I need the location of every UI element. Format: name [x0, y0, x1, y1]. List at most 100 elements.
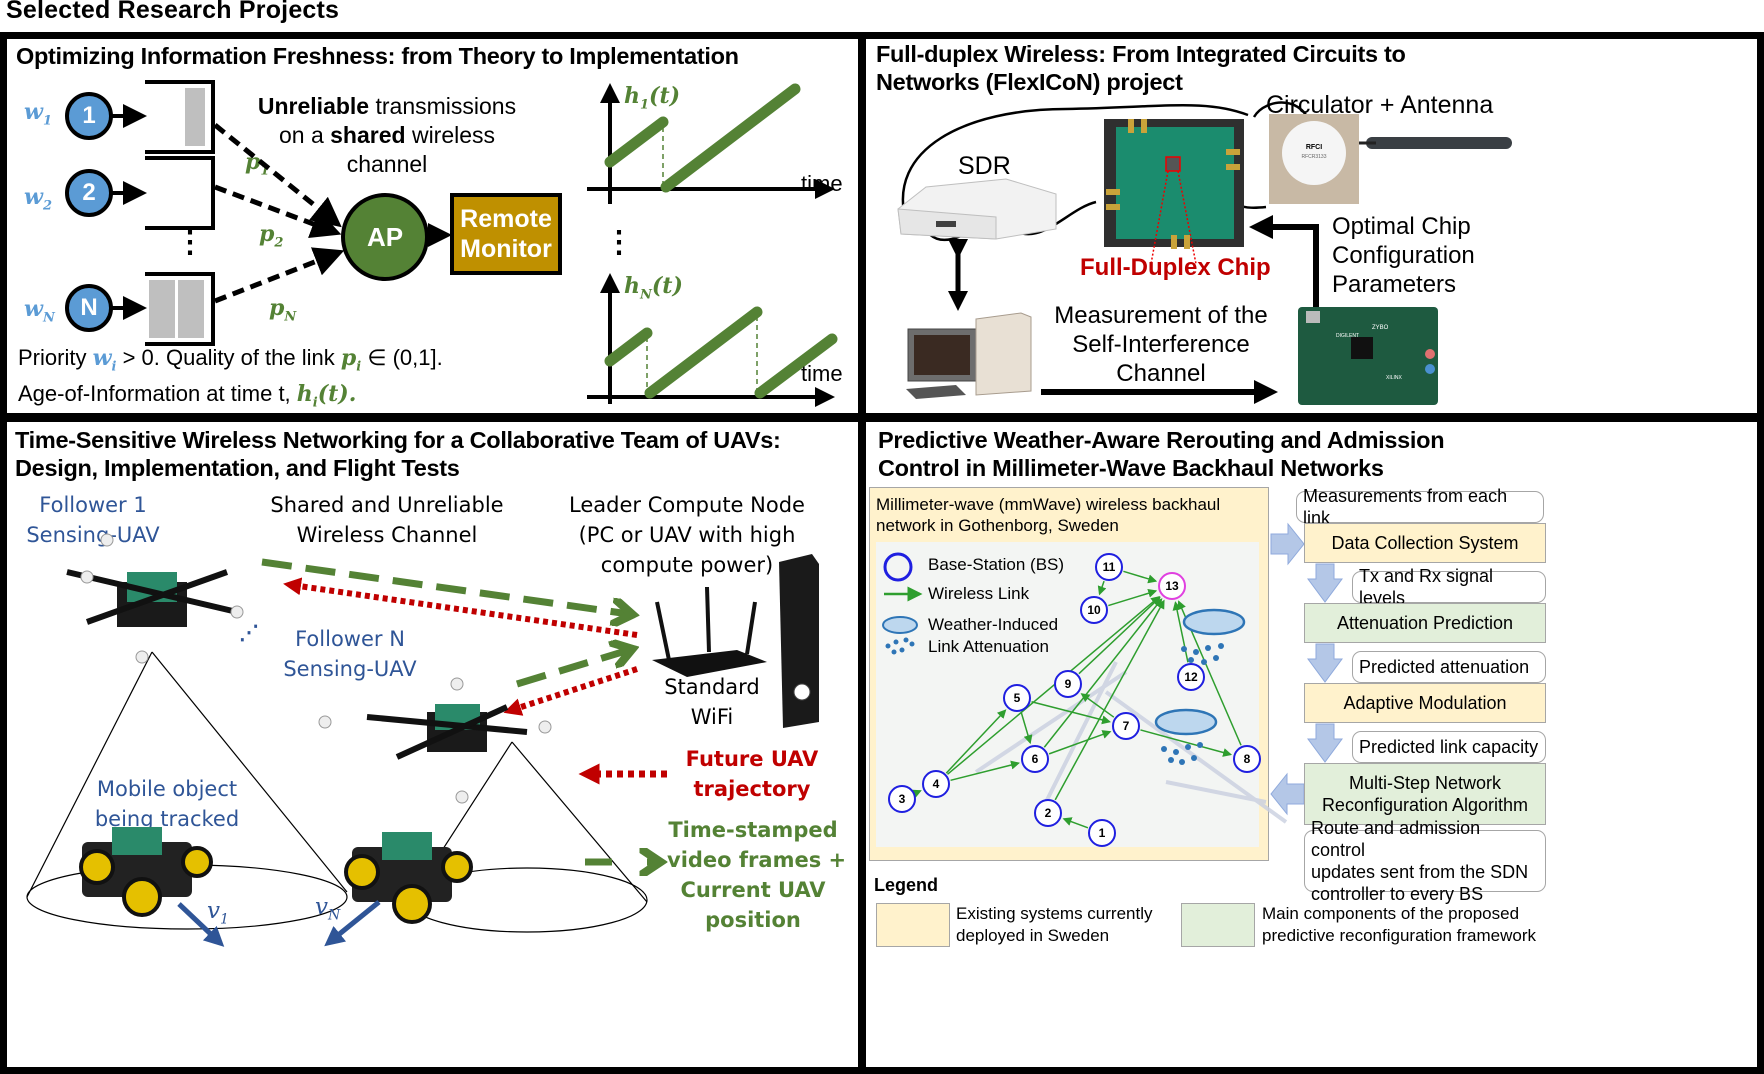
source-node-n: N — [65, 284, 113, 332]
legend-bs-icon — [883, 552, 913, 582]
base-station-node: 6 — [1021, 745, 1049, 773]
access-point: AP — [341, 193, 429, 281]
legend-bs-label: Base-Station (BS) — [928, 555, 1065, 574]
legend-existing-swatch — [876, 903, 950, 947]
arrow-network-to-collection — [1270, 522, 1305, 566]
video-link-1 — [261, 558, 629, 614]
pipeline-stage: Adaptive Modulation — [1304, 683, 1546, 723]
link-5-6 — [1020, 712, 1033, 745]
queue-1 — [145, 80, 215, 154]
link-1-2 — [1062, 817, 1089, 829]
trajectory-link-1 — [283, 577, 638, 638]
drone-follower-n — [318, 677, 552, 804]
base-station-node: 3 — [888, 785, 916, 813]
base-station-node: 4 — [922, 770, 950, 798]
channel-description: Unreliable transmissions on a shared wir… — [257, 93, 517, 177]
link-12-13 — [1172, 601, 1189, 663]
link-6-7 — [1048, 730, 1112, 755]
panel-title: Predictive Weather-Aware Rerouting and A… — [878, 427, 1445, 481]
panel-mmwave-rerouting: Predictive Weather-Aware Rerouting and A… — [866, 422, 1757, 1067]
plot-n — [587, 273, 838, 407]
vertical-ellipsis: ⋮ — [175, 226, 205, 259]
link-2-13 — [1054, 599, 1165, 801]
weight-label-n: wN — [24, 296, 55, 326]
base-station-node: 9 — [1054, 670, 1082, 698]
followers-ellipsis: ⋰ — [239, 622, 259, 644]
leader-pc — [779, 554, 819, 728]
full-duplex-chip-board — [1104, 119, 1244, 265]
weight-label-1: w1 — [24, 99, 52, 129]
svg-text:ZYBO: ZYBO — [1372, 325, 1389, 331]
sdr-label: SDR — [958, 152, 1011, 180]
drone-follower-1 — [66, 533, 244, 664]
legend-proposed-swatch — [1181, 903, 1255, 947]
velocity-arrow-1 — [177, 902, 225, 947]
base-station-node: 7 — [1112, 712, 1140, 740]
velocity-label-n: vN — [315, 894, 341, 924]
base-station-node: 5 — [1003, 684, 1031, 712]
plot-1-time-label: time — [801, 171, 843, 196]
link-7-8 — [1140, 729, 1233, 757]
arrow-down-3 — [1307, 723, 1343, 763]
ground-robot-n — [344, 832, 473, 924]
page-title: Selected Research Projects — [6, 0, 340, 24]
arrow-down-1 — [1307, 563, 1343, 603]
weather-cloud-1 — [1181, 608, 1246, 665]
legend-link-label: Wireless Link — [928, 584, 1030, 603]
link-5-7 — [1031, 701, 1111, 725]
plot-n-time-label: time — [801, 361, 843, 386]
computer — [906, 312, 1032, 399]
base-station-node: 11 — [1095, 553, 1123, 581]
aoi-footer-priority: Priority wi > 0. Quality of the link pi … — [18, 345, 443, 375]
pipeline-callout: Predicted link capacity — [1352, 731, 1546, 763]
panel-flexicon: Full-duplex Wireless: From Integrated Ci… — [866, 39, 1757, 413]
wifi-router — [652, 586, 767, 677]
link-6-13 — [1043, 598, 1163, 748]
config-arrow — [1249, 215, 1319, 307]
legend-title: Legend — [874, 875, 939, 895]
base-station-node: 8 — [1233, 745, 1261, 773]
queue-n — [145, 272, 215, 346]
pipeline-stage: Attenuation Prediction — [1304, 603, 1546, 643]
base-station-node: 13 — [1158, 572, 1186, 600]
aoi-plots — [587, 83, 838, 407]
link-9-13 — [1078, 596, 1161, 675]
plot-ellipsis: ⋮ — [604, 226, 634, 259]
pipeline-callout: Measurements from each link — [1296, 486, 1544, 528]
svg-text:RFCR3133: RFCR3133 — [1301, 154, 1326, 160]
link-4-13 — [947, 595, 1161, 775]
link-10-13 — [1108, 588, 1158, 607]
plot-1-label: h1(t) — [624, 83, 681, 113]
arrow-algorithm-to-network — [1270, 772, 1305, 816]
link-11-10 — [1097, 580, 1107, 596]
base-station-node: 10 — [1080, 596, 1108, 624]
link-4-6 — [950, 760, 1020, 782]
network-graph — [882, 552, 1288, 829]
aoi-arrows — [111, 104, 452, 320]
link-7-9 — [1080, 693, 1115, 718]
network-description: Millimeter-wave (mmWave) wireless backha… — [876, 495, 1221, 535]
base-station-node: 1 — [1088, 819, 1116, 847]
link-prob-n: pN — [269, 295, 297, 325]
link-4-5 — [945, 709, 1007, 774]
uav-diagram — [26, 533, 819, 947]
pipeline-callout: Predicted attenuation — [1352, 651, 1546, 683]
velocity-arrow-n — [324, 900, 381, 947]
base-station-node: 2 — [1034, 799, 1062, 827]
panel-uav-networking: Time-Sensitive Wireless Networking for a… — [7, 422, 858, 1067]
legend-weather-icon — [882, 616, 918, 655]
ground-robot-1 — [79, 827, 213, 917]
link-arrows — [213, 123, 345, 304]
flexicon-diagram: RFCI RFCR3133 ZYBO DIGILENT XILINX — [897, 101, 1512, 405]
svg-text:XILINX: XILINX — [1386, 375, 1403, 381]
